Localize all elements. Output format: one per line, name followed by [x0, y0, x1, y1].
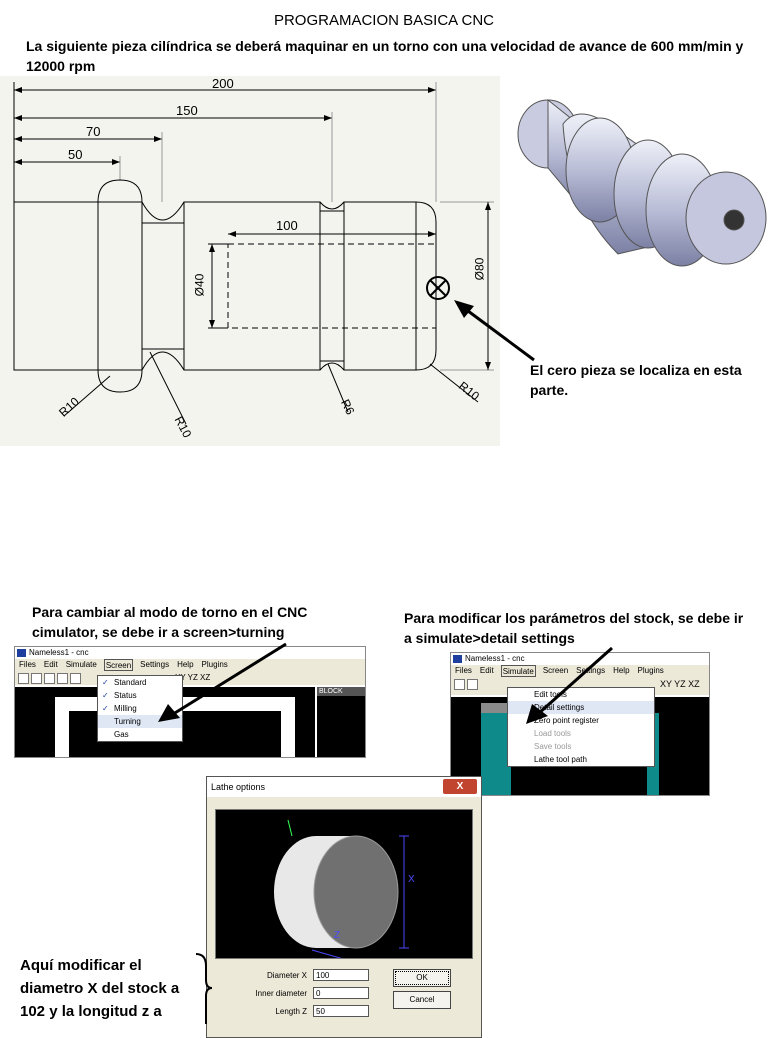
dropdown-item-lathe-tool-path[interactable]: Lathe tool path [534, 755, 587, 764]
view-axes-buttons[interactable]: XY YZ XZ [660, 679, 700, 689]
dropdown-item-status[interactable]: ✓ Status [98, 689, 182, 702]
item-label: Status [114, 691, 137, 700]
menu-screen[interactable]: Screen [103, 659, 134, 671]
block-panel: BLOCK [317, 687, 365, 757]
dropdown-item-edit-tools[interactable]: Edit tools [534, 690, 567, 699]
dialog-title: Lathe options [211, 782, 266, 792]
screen-arrow [158, 642, 287, 722]
cut-icon[interactable] [57, 673, 68, 684]
lathe-preview: X Z [215, 809, 473, 963]
dim-dia80: Ø80 [472, 257, 487, 281]
window-titlebar: Nameless1 - cnc [451, 653, 709, 665]
drawing-svg [13, 82, 494, 425]
bottom-note: Aquí modificar el diametro X del stock a… [20, 957, 180, 1020]
menu-plugins[interactable]: Plugins [201, 660, 228, 669]
simulate-dropdown: Edit tools Detail settings Zero point re… [507, 687, 655, 767]
menu-help[interactable]: Help [613, 666, 630, 675]
close-button[interactable]: X [443, 779, 477, 794]
window-title: Nameless1 - cnc [29, 648, 89, 657]
dim-50: 50 [68, 147, 83, 162]
item-label: Turning [114, 717, 141, 726]
save-icon[interactable] [44, 673, 55, 684]
screen-dropdown: ✓ Standard ✓ Status ✓ Milling Turning Gas [97, 675, 183, 742]
simulate-arrow [526, 646, 613, 724]
block-label: BLOCK [317, 687, 365, 696]
diameter-x-input[interactable] [313, 969, 369, 981]
app-icon [453, 655, 462, 663]
dim-150: 150 [176, 103, 198, 118]
dropdown-item-zero-point-register[interactable]: Zero point register [534, 716, 599, 725]
dim-dia40: Ø40 [192, 273, 207, 297]
field-diameter-x: Diameter X [215, 969, 369, 981]
lathe-preview-svg [274, 819, 409, 963]
zero-arrow [454, 300, 535, 362]
menu-settings[interactable]: Settings [140, 660, 170, 669]
dropdown-item-load-tools[interactable]: Load tools [534, 729, 571, 738]
menu-screen[interactable]: Screen [542, 666, 569, 675]
inner-diameter-input[interactable] [313, 987, 369, 999]
check-icon: ✓ [102, 704, 109, 713]
check-icon: ✓ [102, 691, 109, 700]
cancel-button[interactable]: Cancel [393, 991, 451, 1009]
menu-files[interactable]: Files [19, 660, 36, 669]
lathe-options-dialog: Lathe options X X Z Diameter X Inner dia… [206, 776, 482, 1038]
menu-edit[interactable]: Edit [479, 666, 494, 675]
menu-simulate[interactable]: Simulate [500, 665, 536, 677]
dropdown-item-save-tools[interactable]: Save tools [534, 742, 572, 751]
open-folder-icon[interactable] [467, 679, 478, 690]
bracket [195, 953, 213, 1024]
stock-right [281, 711, 295, 757]
stock-left [481, 713, 511, 795]
dialog-titlebar: Lathe options X [207, 777, 481, 797]
field-inner-diameter: Inner diameter [215, 987, 369, 999]
item-label: Milling [114, 704, 137, 713]
field-label: Diameter X [266, 970, 307, 980]
dropdown-item-standard[interactable]: ✓ Standard [98, 676, 182, 689]
simulate-caption: Para modificar los parámetros del stock,… [404, 610, 744, 646]
dropdown-item-gas[interactable]: Gas [98, 728, 182, 741]
screen-caption: Para cambiar al modo de torno en el CNC … [32, 604, 308, 640]
copy-icon[interactable] [70, 673, 81, 684]
menu-edit[interactable]: Edit [43, 660, 58, 669]
dropdown-item-milling[interactable]: ✓ Milling [98, 702, 182, 715]
dim-100: 100 [276, 218, 298, 233]
menu-settings[interactable]: Settings [576, 666, 606, 675]
new-file-icon[interactable] [18, 673, 29, 684]
menu-plugins[interactable]: Plugins [637, 666, 664, 675]
field-length-z: Length Z [215, 1005, 369, 1017]
view-axes-buttons[interactable]: XY YZ XZ [175, 673, 211, 682]
stock-left [55, 711, 69, 757]
field-label: Length Z [275, 1006, 307, 1016]
item-label: Standard [114, 678, 147, 687]
field-label: Inner diameter [255, 988, 307, 998]
window-titlebar: Nameless1 - cnc [15, 647, 365, 659]
technical-drawing: 200 150 70 50 100 Ø40 Ø80 R10 R10 R6 R10 [0, 76, 500, 446]
menu-bar: Files Edit Simulate Screen Settings Help… [15, 659, 365, 671]
dropdown-item-detail-settings[interactable]: Detail settings [508, 701, 654, 714]
menu-simulate[interactable]: Simulate [65, 660, 97, 669]
item-label: Gas [114, 730, 129, 739]
menu-bar: Files Edit Simulate Screen Settings Help… [451, 665, 709, 677]
intro-text: La siguiente pieza cilíndrica se deberá … [26, 38, 744, 74]
menu-help[interactable]: Help [177, 660, 194, 669]
length-z-input[interactable] [313, 1005, 369, 1017]
axis-x-label: X [408, 874, 415, 885]
ok-button[interactable]: OK [393, 969, 451, 987]
check-icon: ✓ [102, 678, 109, 687]
new-file-icon[interactable] [454, 679, 465, 690]
dim-70: 70 [86, 124, 101, 139]
page-title: PROGRAMACION BASICA CNC [273, 12, 495, 29]
app-icon [17, 649, 26, 657]
part-3d-render [517, 98, 767, 267]
zero-note: El cero pieza se localiza en esta parte. [530, 362, 742, 398]
axis-z-label: Z [334, 930, 341, 941]
menu-files[interactable]: Files [455, 666, 472, 675]
dim-200: 200 [212, 76, 234, 91]
window-title: Nameless1 - cnc [465, 654, 525, 663]
open-folder-icon[interactable] [31, 673, 42, 684]
